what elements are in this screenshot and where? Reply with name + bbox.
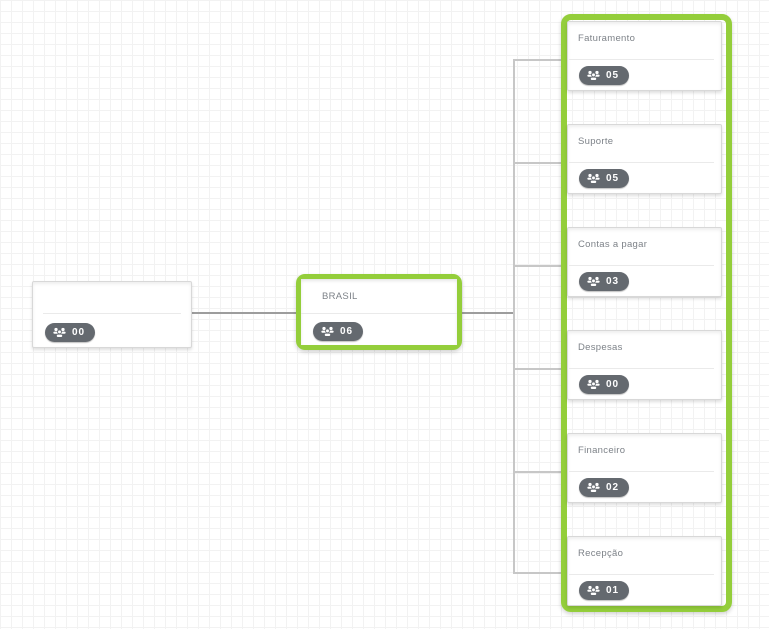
node-child-suporte[interactable]: Suporte 05 bbox=[567, 124, 722, 194]
connector-parent-to-trunk bbox=[462, 312, 513, 314]
children-group-frame[interactable]: Faturamento 05 Suporte bbox=[561, 14, 732, 612]
connector-branch bbox=[515, 59, 562, 61]
member-count-badge[interactable]: 03 bbox=[579, 272, 630, 291]
node-child-despesas[interactable]: Despesas 00 bbox=[567, 330, 722, 400]
connector-branch bbox=[515, 368, 562, 370]
node-title: Faturamento bbox=[578, 33, 636, 44]
member-count-badge[interactable]: 00 bbox=[579, 375, 630, 394]
member-count: 02 bbox=[606, 482, 620, 493]
member-count: 00 bbox=[72, 327, 86, 338]
node-parent-brasil[interactable]: BRASIL 06 bbox=[296, 274, 462, 350]
users-icon bbox=[587, 276, 600, 287]
node-child-financeiro[interactable]: Financeiro 02 bbox=[567, 433, 722, 503]
node-divider bbox=[301, 313, 457, 314]
node-divider bbox=[569, 59, 714, 60]
node-title: Financeiro bbox=[578, 445, 626, 456]
node-divider bbox=[569, 471, 714, 472]
node-title: Despesas bbox=[578, 342, 623, 353]
member-count: 06 bbox=[340, 326, 354, 337]
users-icon bbox=[53, 327, 66, 338]
member-count: 05 bbox=[606, 70, 620, 81]
node-child-faturamento[interactable]: Faturamento 05 bbox=[567, 21, 722, 91]
member-count-badge[interactable]: 06 bbox=[313, 322, 364, 341]
member-count-badge[interactable]: 05 bbox=[579, 169, 630, 188]
node-title: BRASIL bbox=[322, 291, 358, 302]
member-count: 00 bbox=[606, 379, 620, 390]
users-icon bbox=[587, 585, 600, 596]
node-root[interactable]: 00 bbox=[32, 281, 192, 348]
node-divider bbox=[569, 368, 714, 369]
node-title: Contas a pagar bbox=[578, 239, 648, 250]
users-icon bbox=[587, 70, 600, 81]
member-count-badge[interactable]: 02 bbox=[579, 478, 630, 497]
node-divider bbox=[43, 313, 181, 314]
node-title: Suporte bbox=[578, 136, 614, 147]
connector-branch bbox=[515, 162, 562, 164]
connector-branch bbox=[515, 265, 562, 267]
users-icon bbox=[321, 326, 334, 337]
member-count: 03 bbox=[606, 276, 620, 287]
connector-root-to-parent bbox=[192, 312, 296, 314]
node-title: Recepção bbox=[578, 548, 624, 559]
member-count: 05 bbox=[606, 173, 620, 184]
node-divider bbox=[569, 265, 714, 266]
node-divider bbox=[569, 162, 714, 163]
connector-branch bbox=[515, 572, 562, 574]
node-divider bbox=[569, 574, 714, 575]
member-count-badge[interactable]: 00 bbox=[45, 323, 96, 342]
node-child-recepcao[interactable]: Recepção 01 bbox=[567, 536, 722, 606]
member-count-badge[interactable]: 01 bbox=[579, 581, 630, 600]
users-icon bbox=[587, 173, 600, 184]
node-body: BRASIL 06 bbox=[301, 279, 457, 345]
connector-trunk bbox=[513, 59, 515, 574]
node-child-contas-a-pagar[interactable]: Contas a pagar 03 bbox=[567, 227, 722, 297]
member-count-badge[interactable]: 05 bbox=[579, 66, 630, 85]
connector-branch bbox=[515, 471, 562, 473]
member-count: 01 bbox=[606, 585, 620, 596]
users-icon bbox=[587, 482, 600, 493]
users-icon bbox=[587, 379, 600, 390]
